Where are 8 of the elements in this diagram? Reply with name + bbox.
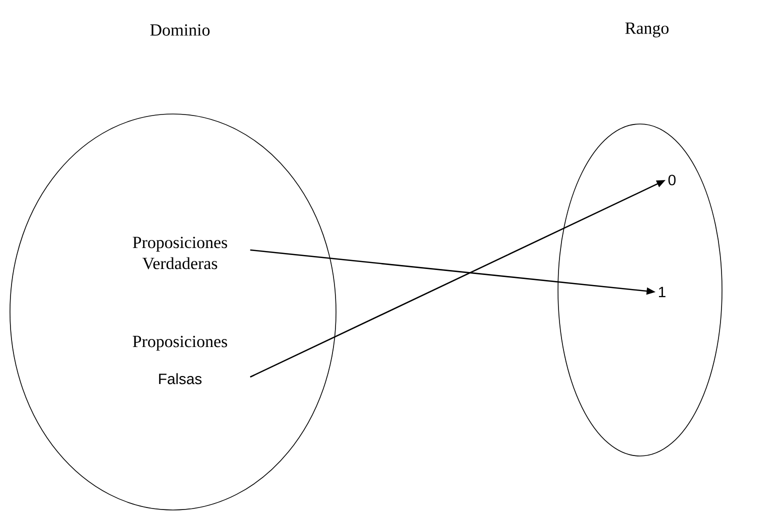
element-label: Proposiciones Verdaderas [132,236,228,270]
element-label: 0 [668,174,676,186]
set-ellipse [10,114,336,510]
set-ellipse [558,124,722,456]
set-heading: Dominio [150,24,210,36]
set-heading: Rango [625,22,669,38]
element-label: 1 [658,286,666,298]
element-label: Proposiciones Falsas [132,336,228,384]
